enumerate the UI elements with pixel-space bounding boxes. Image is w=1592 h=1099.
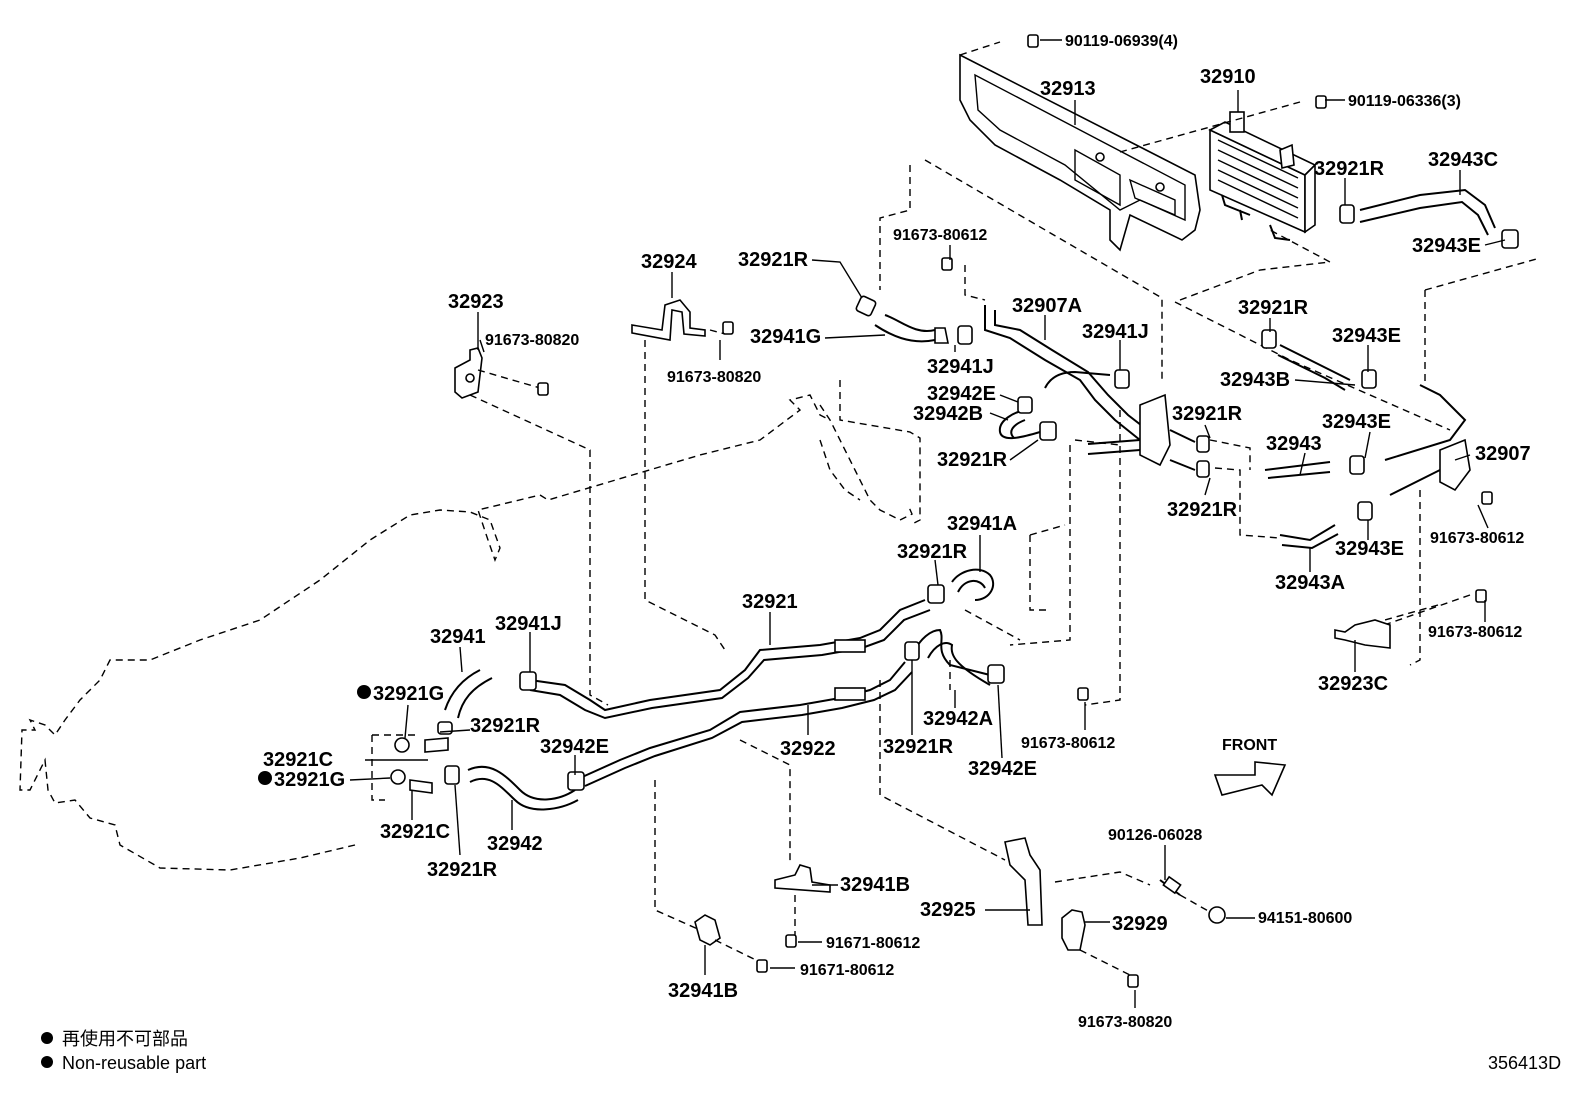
label-32921: 32921 <box>742 591 798 613</box>
label-32921G: 32921G <box>274 769 345 791</box>
label-91673-80820: 91673-80820 <box>1078 1014 1172 1031</box>
hose-32942B <box>998 396 1057 441</box>
label-32929: 32929 <box>1112 913 1168 935</box>
label-32943A: 32943A <box>1275 572 1345 594</box>
bracket-32941B-lower <box>694 914 721 946</box>
label-32921R: 32921R <box>1172 403 1243 425</box>
label-91671-80612: 91671-80612 <box>826 935 920 952</box>
engine-outline <box>819 404 913 521</box>
legend-en: Non-reusable part <box>62 1053 206 1073</box>
label-32943B: 32943B <box>1220 369 1290 391</box>
hose-32943 <box>1264 455 1365 479</box>
label-32921R: 32921R <box>470 715 541 737</box>
legend-jp: 再使用不可部品 <box>62 1029 188 1049</box>
hose-32943C <box>1339 188 1519 249</box>
pipe-32907 <box>1384 384 1467 461</box>
label-91673-80820: 91673-80820 <box>485 332 579 349</box>
label-32941G: 32941G <box>750 326 821 348</box>
pipe-32907A <box>984 305 1161 449</box>
front-arrow-icon <box>1213 761 1287 797</box>
label-32924: 32924 <box>641 251 697 273</box>
label-32941B: 32941B <box>840 874 910 896</box>
label-32925: 32925 <box>920 899 976 921</box>
line-art <box>19 34 1541 1008</box>
label-32942: 32942 <box>487 833 543 855</box>
label-32921R: 32921R <box>427 859 498 881</box>
legend: 再使用不可部品 Non-reusable part 356413D <box>41 1029 1561 1073</box>
label-32921R: 32921R <box>937 449 1008 471</box>
label-32941J: 32941J <box>927 356 994 378</box>
label-32943E: 32943E <box>1335 538 1404 560</box>
label-32942B: 32942B <box>913 403 983 425</box>
label-32943E: 32943E <box>1412 235 1481 257</box>
bracket-32925 <box>1004 837 1043 926</box>
bracket-32923C <box>1334 619 1391 649</box>
label-32910: 32910 <box>1200 66 1256 88</box>
non-reusable-mark <box>357 685 371 699</box>
label-32913: 32913 <box>1040 78 1096 100</box>
hose-32943A <box>1279 501 1373 550</box>
hose-32941 <box>444 669 537 719</box>
label-32941B: 32941B <box>668 980 738 1002</box>
label-32921R: 32921R <box>883 736 954 758</box>
label-32942E: 32942E <box>927 383 996 405</box>
label-32921R: 32921R <box>1238 297 1309 319</box>
non-reusable-mark <box>258 771 272 785</box>
label-32942E: 32942E <box>968 758 1037 780</box>
label-32921R: 32921R <box>1314 158 1385 180</box>
label-32941J: 32941J <box>495 613 562 635</box>
label-91673-80612: 91673-80612 <box>1021 735 1115 752</box>
label-32943: 32943 <box>1266 433 1322 455</box>
label-32923: 32923 <box>448 291 504 313</box>
label-32923C: 32923C <box>1318 673 1388 695</box>
hose-32943B <box>1261 329 1377 391</box>
label-32941: 32941 <box>430 626 486 648</box>
figure-code: 356413D <box>1488 1053 1561 1073</box>
label-32943E: 32943E <box>1322 411 1391 433</box>
label-91673-80820: 91673-80820 <box>667 369 761 386</box>
label-32922: 32922 <box>780 738 836 760</box>
part-labels: 90119-06939(4) 32913 32910 90119-06336(3… <box>258 33 1531 1031</box>
label-90126-06028: 90126-06028 <box>1108 827 1202 844</box>
label-32942A: 32942A <box>923 708 993 730</box>
label-32921R: 32921R <box>1167 499 1238 521</box>
label-32943E: 32943E <box>1332 325 1401 347</box>
transmission-outline <box>19 394 831 871</box>
hose-32941A <box>951 568 995 601</box>
label-32941J: 32941J <box>1082 321 1149 343</box>
label-32943C: 32943C <box>1428 149 1498 171</box>
label-94151-80600: 94151-80600 <box>1258 910 1352 927</box>
label-90119-06939: 90119-06939(4) <box>1065 33 1178 50</box>
label-91671-80612: 91671-80612 <box>800 962 894 979</box>
bullet-icon <box>41 1056 53 1068</box>
label-32921C: 32921C <box>380 821 450 843</box>
bullet-icon <box>41 1032 53 1044</box>
label-91673-80612: 91673-80612 <box>1428 624 1522 641</box>
label-32942E: 32942E <box>540 736 609 758</box>
hose-32942A <box>904 628 1005 686</box>
bracket-32924 <box>631 299 706 341</box>
bolts <box>537 34 1493 988</box>
pipe-32921 <box>529 584 945 720</box>
bracket-32929 <box>1061 909 1086 951</box>
label-32907: 32907 <box>1475 443 1531 465</box>
label-91673-80612: 91673-80612 <box>1430 530 1524 547</box>
label-91673-80612: 91673-80612 <box>893 227 987 244</box>
label-32941A: 32941A <box>947 513 1017 535</box>
label-32921G: 32921G <box>373 683 444 705</box>
hose-32942 <box>444 765 585 811</box>
bracket-32923 <box>454 347 483 399</box>
label-90119-06336: 90119-06336(3) <box>1348 93 1461 110</box>
label-32921C: 32921C <box>263 749 333 771</box>
bracket-32941B-upper <box>774 864 831 893</box>
front-label: FRONT <box>1222 737 1277 754</box>
leader-lines <box>349 39 1506 1008</box>
hose-32941G <box>874 314 949 344</box>
label-32921R: 32921R <box>738 249 809 271</box>
label-32907A: 32907A <box>1012 295 1082 317</box>
label-32921R: 32921R <box>897 541 968 563</box>
